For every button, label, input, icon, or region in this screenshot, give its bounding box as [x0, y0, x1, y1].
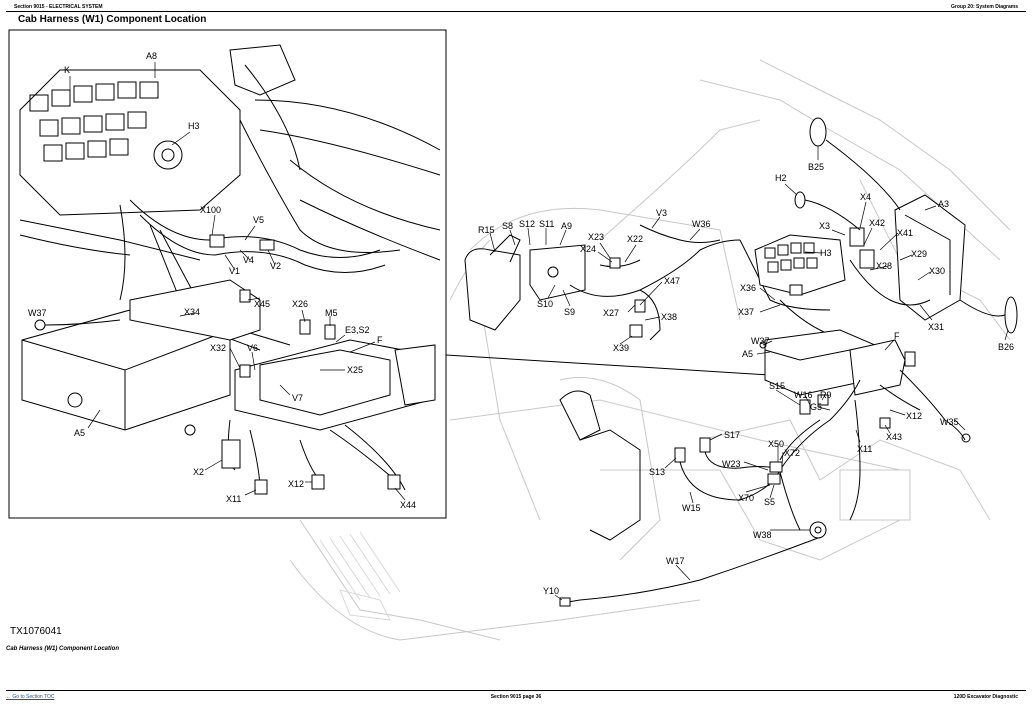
inset-leader-line: [445, 354, 771, 376]
label-x36: X36: [740, 283, 756, 293]
label-a9: A9: [561, 221, 572, 231]
label-a5-main: A5: [742, 349, 753, 359]
label-a8: A8: [146, 51, 157, 61]
label-x12-inset: X12: [288, 479, 304, 489]
label-a5-inset: A5: [74, 428, 85, 438]
label-x22: X22: [627, 234, 643, 244]
label-v4: V4: [243, 255, 254, 265]
main-leaders: [489, 146, 1009, 601]
label-x26: X26: [292, 299, 308, 309]
label-x3: X3: [819, 221, 830, 231]
label-w35: W35: [940, 417, 959, 427]
label-x27: X27: [603, 308, 619, 318]
label-x24: X24: [580, 244, 596, 254]
inset-leaders: [69, 62, 406, 501]
label-x2: X2: [193, 467, 204, 477]
label-w17: W17: [666, 556, 685, 566]
label-r9: R9: [820, 390, 832, 400]
label-x43: X43: [886, 432, 902, 442]
label-v6: V6: [247, 343, 258, 353]
label-x11-main: X11: [857, 444, 872, 454]
label-s8: S8: [502, 221, 513, 231]
label-s5: S5: [764, 497, 775, 507]
inset-labels: A8 K H3 X100 V5 V4 V2 V1 X45 X26 M5 E3,S…: [28, 51, 416, 510]
label-x32: X32: [210, 343, 226, 353]
label-x29: X29: [911, 249, 927, 259]
label-w38: W38: [753, 530, 772, 540]
label-x100: X100: [200, 205, 221, 215]
label-f-inset: F: [377, 335, 383, 345]
label-x37: X37: [738, 307, 754, 317]
label-h2: H2: [775, 173, 787, 183]
label-h3-main: H3: [820, 248, 832, 258]
main-drawing: [464, 117, 1018, 607]
label-w37-inset: W37: [28, 308, 47, 318]
label-v5: V5: [253, 215, 264, 225]
label-x70: X70: [738, 493, 754, 503]
h3-horn: [153, 140, 183, 170]
label-v3: V3: [656, 208, 667, 218]
label-v7: V7: [292, 393, 303, 403]
manual-title: 120D Excavator Diagnostic: [953, 694, 1018, 700]
figure-caption: Cab Harness (W1) Component Location: [6, 646, 120, 652]
label-m5: M5: [325, 308, 338, 318]
label-s13: S13: [649, 467, 665, 477]
label-w36: W36: [692, 219, 711, 229]
label-x34: X34: [184, 307, 200, 317]
page-title: Cab Harness (W1) Component Location: [18, 14, 207, 25]
label-y10: Y10: [543, 586, 559, 596]
label-x31: X31: [928, 322, 944, 332]
label-w37-main: W37: [751, 336, 770, 346]
inset-drawing: [19, 44, 441, 495]
label-s17: S17: [724, 430, 740, 440]
label-x72: X72: [784, 448, 800, 458]
section-toc-link[interactable]: ← Go to Section TOC: [6, 694, 55, 700]
main-labels: R15 S8 S12 S11 A9 V3 W36 X23 X22 X24 S10…: [478, 162, 1014, 596]
label-s12: S12: [519, 219, 535, 229]
header-rule: [6, 11, 1026, 12]
label-s11: S11: [539, 219, 554, 229]
label-x41: X41: [897, 228, 913, 238]
label-x12-main: X12: [906, 411, 922, 421]
label-k: K: [64, 65, 70, 75]
section-header: Section 9015 - ELECTRICAL SYSTEM: [14, 4, 103, 10]
floor-grille: [319, 531, 401, 621]
label-e3-s2: E3,S2: [345, 325, 370, 335]
figure-id: TX1076041: [10, 626, 62, 637]
footer-rule: [6, 690, 1026, 691]
label-x11-inset: X11: [226, 494, 241, 504]
label-s10: S10: [537, 299, 553, 309]
label-x25: X25: [347, 365, 363, 375]
label-w15: W15: [682, 503, 701, 513]
label-x28: X28: [876, 261, 892, 271]
label-x38: X38: [661, 312, 677, 322]
label-x4: X4: [860, 192, 871, 202]
label-w23: W23: [722, 459, 741, 469]
label-x47: X47: [664, 276, 680, 286]
label-g5: G5: [810, 402, 822, 412]
group-header: Group 20: System Diagrams: [951, 4, 1018, 10]
label-x23: X23: [588, 232, 604, 242]
cab-background: [289, 59, 1011, 641]
label-v1: V1: [229, 266, 240, 276]
label-b26: B26: [998, 342, 1014, 352]
label-w16: W16: [794, 390, 813, 400]
footer-page: Section 9015 page 36: [490, 694, 542, 700]
label-a3: A3: [938, 199, 949, 209]
label-x39: X39: [613, 343, 629, 353]
label-x44: X44: [400, 500, 416, 510]
label-s15: S15: [769, 381, 785, 391]
label-s9: S9: [564, 307, 575, 317]
label-x30: X30: [929, 266, 945, 276]
label-r15: R15: [478, 225, 495, 235]
relay-cluster: [29, 81, 159, 162]
label-x50: X50: [768, 439, 784, 449]
label-h3: H3: [188, 121, 200, 131]
label-v2: V2: [270, 261, 281, 271]
label-b25: B25: [808, 162, 824, 172]
label-f-main: F: [894, 331, 900, 341]
label-x42: X42: [869, 218, 885, 228]
label-x45: X45: [254, 299, 270, 309]
